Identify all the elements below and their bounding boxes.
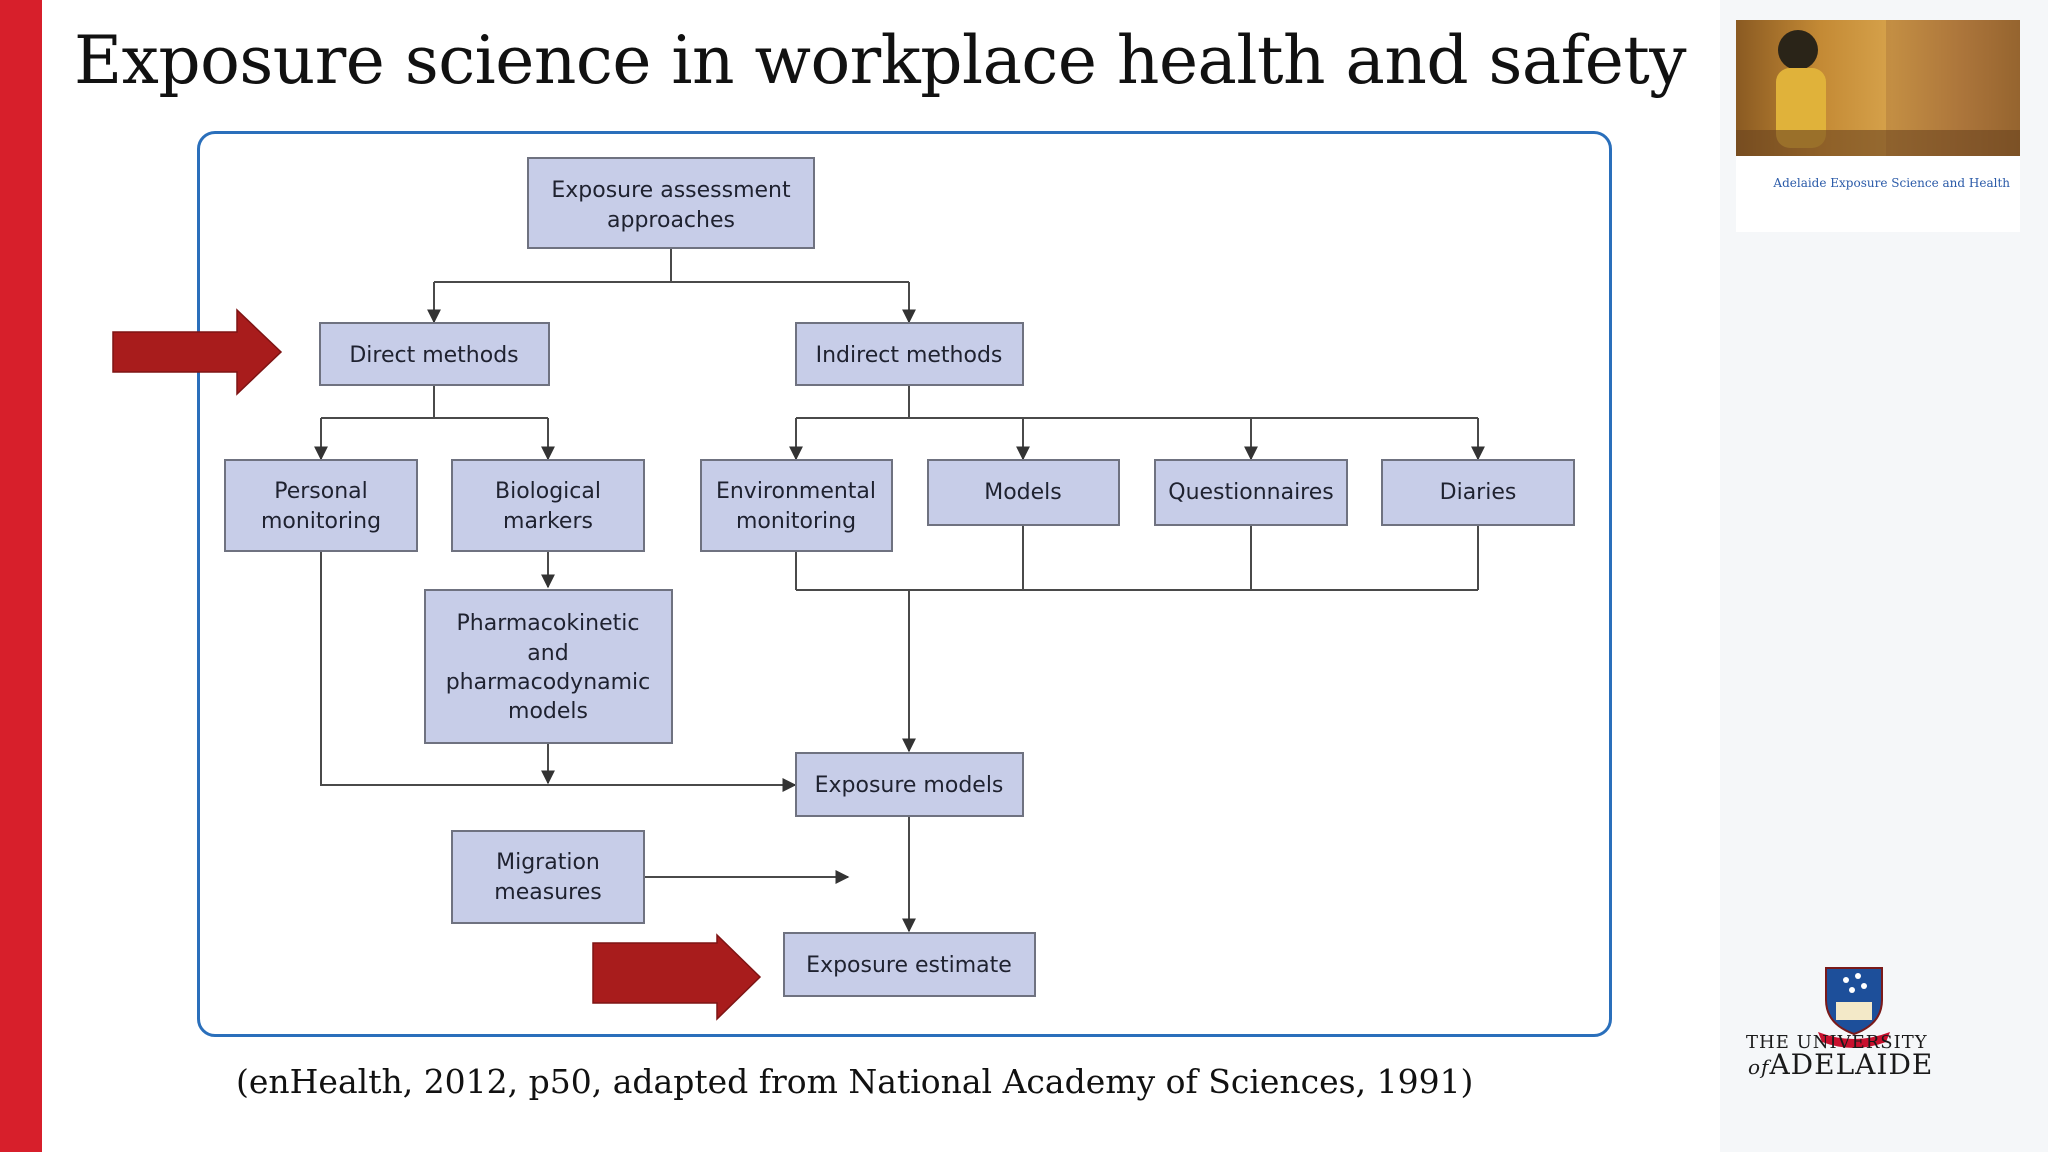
svg-text:Personal: Personal (274, 479, 368, 504)
university-name-line2: ofADELAIDE (1748, 1048, 1933, 1081)
svg-text:Diaries: Diaries (1440, 480, 1517, 505)
slide-title: Exposure science in workplace health and… (74, 22, 1687, 99)
svg-text:monitoring: monitoring (261, 509, 381, 534)
connectors (314, 248, 1485, 933)
svg-text:Pharmacokinetic: Pharmacokinetic (457, 611, 640, 636)
node-exposure-assessment-approaches: Exposure assessment approaches (527, 157, 815, 249)
thumbnail-caption: Adelaide Exposure Science and Health (1773, 176, 2010, 190)
highlight-arrow-direct (112, 308, 283, 396)
node-diaries: Diaries (1381, 459, 1575, 526)
svg-text:monitoring: monitoring (736, 509, 856, 534)
svg-text:and: and (527, 641, 568, 666)
svg-text:approaches: approaches (607, 208, 735, 233)
node-exposure-models: Exposure models (795, 752, 1024, 817)
svg-text:Exposure estimate: Exposure estimate (806, 953, 1012, 978)
university-name-of: of (1748, 1055, 1770, 1079)
node-exposure-estimate: Exposure estimate (783, 932, 1036, 997)
citation: (enHealth, 2012, p50, adapted from Natio… (236, 1062, 1474, 1101)
svg-text:Migration: Migration (496, 850, 600, 875)
thumbnail-photo (1736, 20, 2020, 156)
node-indirect-methods: Indirect methods (795, 322, 1024, 386)
node-migration-measures: Migration measures (451, 830, 645, 924)
svg-text:Indirect methods: Indirect methods (816, 343, 1003, 368)
node-pkpd-models: Pharmacokinetic and pharmacodynamic mode… (424, 589, 673, 744)
node-questionnaires: Questionnaires (1154, 459, 1348, 526)
university-name-line1: THE UNIVERSITY (1746, 1032, 1928, 1053)
node-models: Models (927, 459, 1120, 526)
svg-text:markers: markers (503, 509, 593, 534)
svg-text:pharmacodynamic: pharmacodynamic (446, 670, 651, 695)
highlight-arrow-estimate (592, 933, 762, 1021)
svg-text:Questionnaires: Questionnaires (1168, 480, 1334, 505)
node-biological-markers: Biological markers (451, 459, 645, 552)
video-thumbnail: Adelaide Exposure Science and Health (1736, 20, 2020, 232)
svg-text:Biological: Biological (495, 479, 601, 504)
node-personal-monitoring: Personal monitoring (224, 459, 418, 552)
svg-text:Environmental: Environmental (716, 479, 876, 504)
node-direct-methods: Direct methods (319, 322, 550, 386)
accent-bar (0, 0, 42, 1152)
node-environmental-monitoring: Environmental monitoring (700, 459, 893, 552)
svg-text:measures: measures (494, 880, 601, 905)
svg-text:Exposure assessment: Exposure assessment (551, 178, 791, 203)
svg-text:models: models (508, 699, 588, 724)
svg-text:Models: Models (984, 480, 1062, 505)
university-name-adelaide: ADELAIDE (1769, 1048, 1934, 1081)
university-crest (1818, 967, 1890, 1048)
svg-text:Direct methods: Direct methods (349, 343, 518, 368)
svg-text:Exposure models: Exposure models (815, 773, 1004, 798)
